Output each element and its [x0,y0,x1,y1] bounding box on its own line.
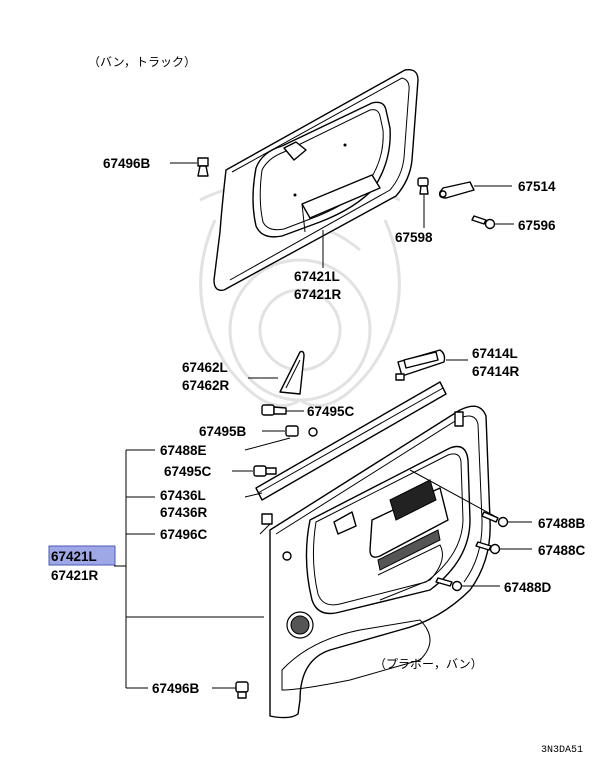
screw-67596 [471,215,496,230]
label-67462R: 67462R [182,378,230,393]
label-67462L: 67462L [182,360,228,375]
label-67496B-bottom: 67496B [152,681,200,696]
clip-67495B [285,425,318,437]
label-67496B-top: 67496B [103,156,151,171]
clip-67495C-a [261,404,287,416]
clip-67496B-bottom [235,681,249,699]
label-67514: 67514 [518,179,556,194]
weatherstrip-67436 [255,381,447,501]
screw-67598 [417,177,429,195]
screw-67488C [475,541,501,555]
label-67421R-top: 67421R [294,287,342,302]
label-67488B: 67488B [538,516,586,531]
label-67495C-a: 67495C [307,404,355,419]
label-67598: 67598 [395,230,433,245]
clip-67496B-top [197,157,209,177]
clip-67496C [261,513,273,525]
label-67495B: 67495B [199,424,247,439]
label-67496C: 67496C [160,527,208,542]
diagram-code: 3N3DA51 [541,745,583,756]
label-67436R: 67436R [160,505,208,520]
label-67436L: 67436L [160,488,206,503]
screw-67488B [481,511,509,528]
label-67488D: 67488D [504,580,552,595]
upper-door-trim-panel [213,69,419,291]
label-67414L: 67414L [472,346,518,361]
leader-bracket [114,437,291,689]
label-67421R-main: 67421R [51,568,99,583]
highlight-box [48,545,116,566]
label-67495C-b: 67495C [164,464,212,479]
grip-67514 [438,181,475,199]
label-67421L-top: 67421L [294,269,340,284]
label-67421L-main: 67421L [51,549,97,564]
bottom-variant-note: （プラボー，バン） [374,657,483,671]
corner-cover-67462 [279,350,305,395]
label-67414R: 67414R [472,364,520,379]
top-variant-note: （バン，トラック） [88,55,196,69]
clip-67495C-b [253,465,277,477]
handle-bezel-67414 [395,349,446,381]
screw-67488D [435,577,463,592]
label-67596: 67596 [518,218,556,233]
label-67488E: 67488E [160,443,207,458]
label-67488C: 67488C [538,543,586,558]
